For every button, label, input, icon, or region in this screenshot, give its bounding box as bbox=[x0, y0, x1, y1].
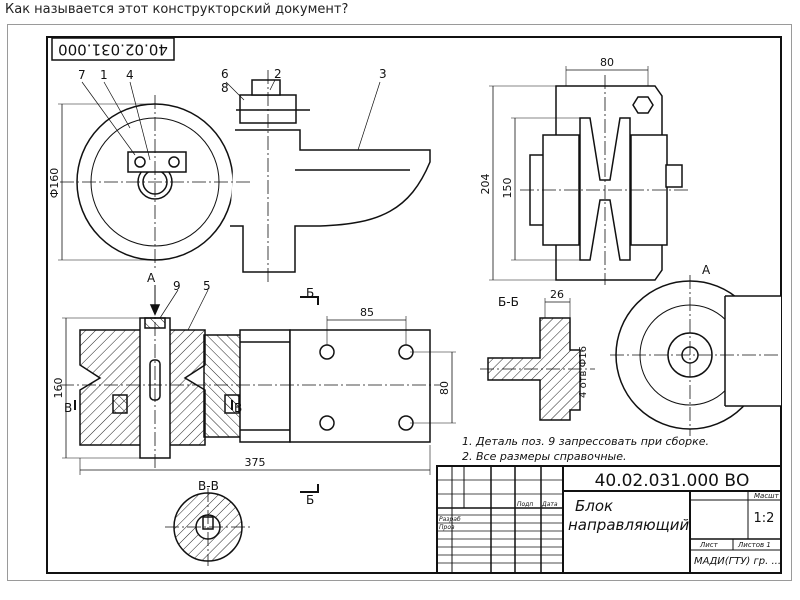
section-bb-label: Б-Б bbox=[498, 295, 519, 309]
title-block bbox=[436, 465, 782, 574]
section-vv-label: В-В bbox=[198, 479, 219, 493]
pos-1: 1 bbox=[100, 68, 108, 82]
pos-2: 2 bbox=[274, 67, 282, 81]
pos-9: 9 bbox=[173, 279, 181, 293]
organization: МАДИ(ГТУ) гр. ... bbox=[694, 556, 781, 567]
data-label: Дата bbox=[541, 501, 558, 508]
section-vv bbox=[165, 488, 252, 566]
pos-7: 7 bbox=[78, 68, 86, 82]
rotated-code-text: 40.02.031.000 bbox=[58, 41, 168, 59]
section-bb bbox=[480, 298, 595, 421]
view-a bbox=[610, 275, 781, 436]
section-v-left: В bbox=[64, 401, 72, 415]
dim-80-side: 80 bbox=[438, 381, 451, 395]
dim-d160: Ф160 bbox=[48, 168, 61, 198]
pos-4: 4 bbox=[126, 68, 134, 82]
dim-160-side: 160 bbox=[52, 378, 65, 399]
section-view bbox=[60, 285, 456, 493]
dim-375: 375 bbox=[245, 456, 266, 469]
prov-label: Пров bbox=[439, 524, 455, 531]
dim-26: 26 bbox=[550, 288, 564, 301]
top-left-view bbox=[58, 70, 431, 285]
sheets-label: Листов 1 bbox=[737, 541, 771, 549]
dim-150: 150 bbox=[501, 178, 514, 199]
note-1: 1. Деталь поз. 9 запрессовать при сборке… bbox=[462, 435, 709, 448]
title-line-2: направляющий bbox=[568, 516, 689, 534]
title-line-1: Блок bbox=[575, 497, 613, 515]
note-2: 2. Все размеры справочные. bbox=[462, 450, 626, 463]
pos-6: 6 bbox=[221, 67, 229, 81]
dim-85: 85 bbox=[360, 306, 374, 319]
podp-label: Подп bbox=[517, 501, 533, 508]
title-code: 40.02.031.000 ВО bbox=[595, 471, 750, 491]
pos-5: 5 bbox=[203, 279, 211, 293]
razrab-label: Разраб bbox=[439, 516, 461, 523]
view-a-label: А bbox=[702, 263, 711, 277]
pos-3: 3 bbox=[379, 67, 387, 81]
question-text: Как называется этот конструкторский доку… bbox=[5, 2, 349, 17]
dim-80-top: 80 bbox=[600, 56, 614, 69]
pos-8: 8 bbox=[221, 81, 229, 95]
top-right-view bbox=[489, 66, 690, 285]
scale-value: 1:2 bbox=[754, 511, 775, 526]
dim-204: 204 bbox=[479, 174, 492, 195]
dim-4-holes: 4 отв Ф16 bbox=[578, 346, 589, 398]
scale-label: Масшт bbox=[754, 492, 780, 500]
view-a-arrow-label: А bbox=[147, 271, 156, 285]
section-b-top: Б bbox=[306, 286, 314, 300]
section-b-bottom: Б bbox=[306, 493, 314, 507]
section-v-right: В bbox=[234, 401, 242, 415]
sheet-label: Лист bbox=[699, 541, 719, 549]
rotated-code-box: 40.02.031.000 bbox=[51, 37, 175, 61]
